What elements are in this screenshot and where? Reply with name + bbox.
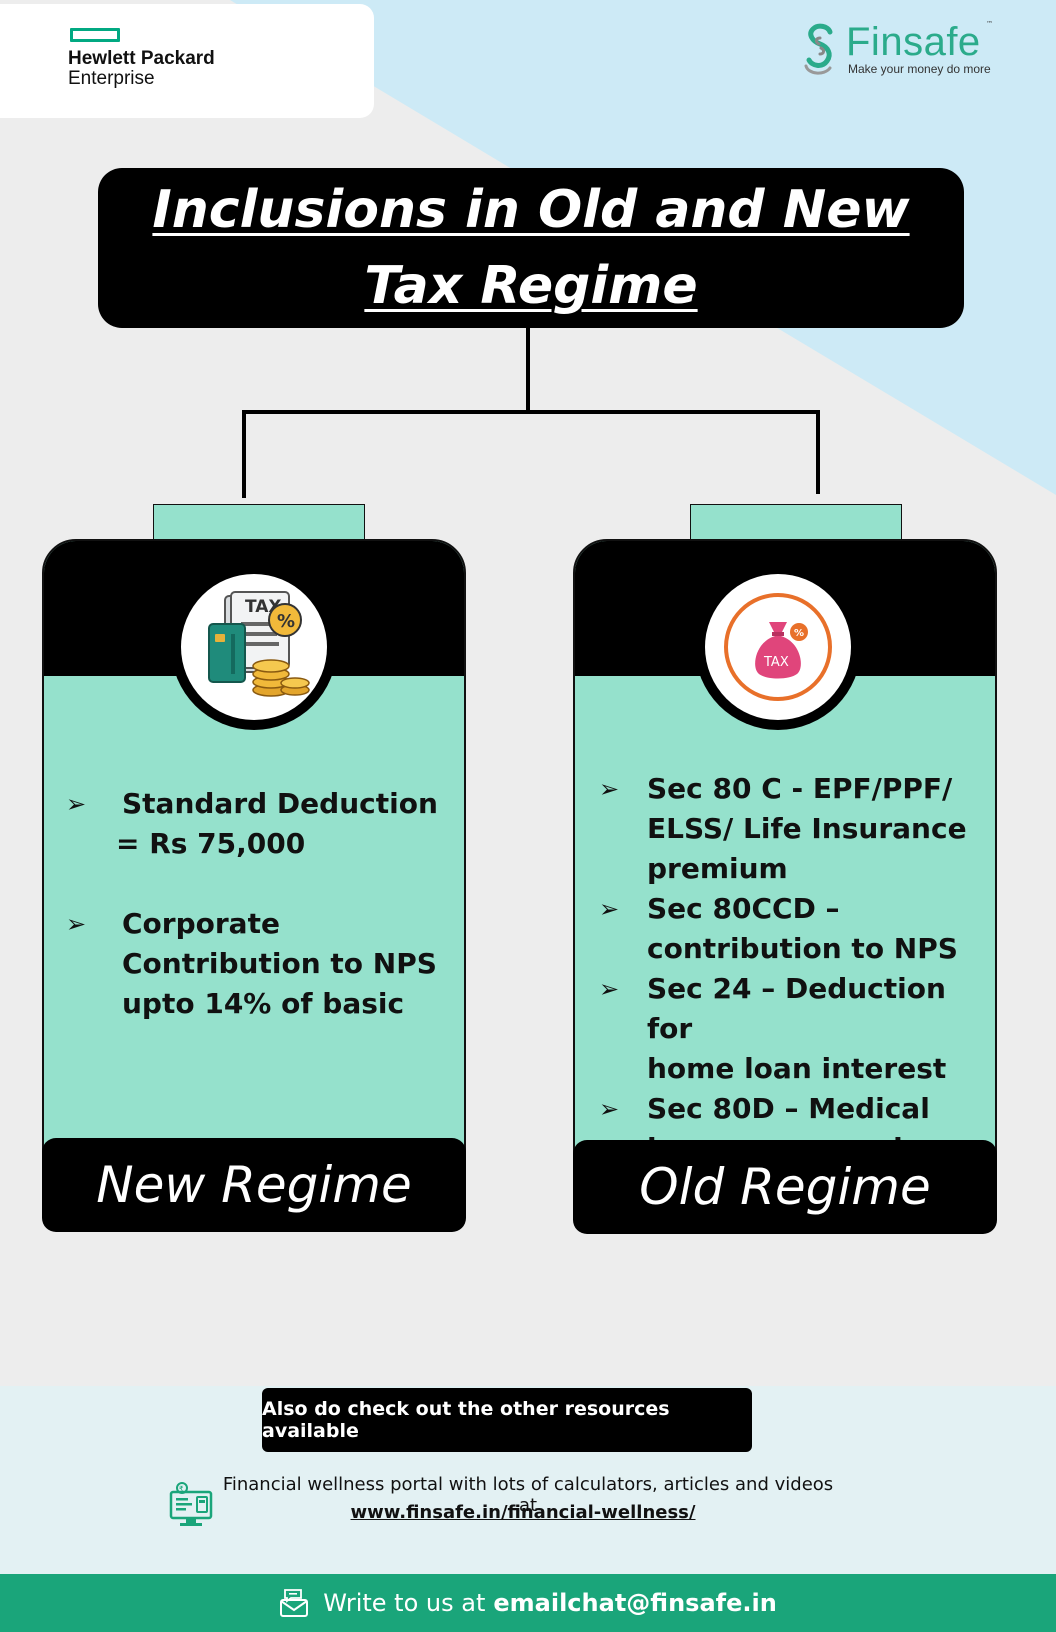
- hpe-logo-line2: Enterprise: [68, 68, 155, 89]
- old-regime-label: Old Regime: [573, 1140, 997, 1234]
- contact-email-link[interactable]: emailchat@finsafe.in: [493, 1589, 777, 1617]
- hpe-logo-mark: [70, 28, 120, 42]
- list-item: ➢ Corporate Contribution to NPS upto 14%…: [66, 904, 446, 1024]
- svg-text:₹: ₹: [179, 1485, 184, 1493]
- computer-calculator-icon: ₹: [169, 1482, 213, 1526]
- old-regime-icon-disc: TAX %: [705, 574, 851, 720]
- new-regime-tab: [153, 504, 365, 544]
- new-regime-label-text: New Regime: [96, 1156, 412, 1214]
- contact-prefix: Write to us at: [323, 1589, 486, 1617]
- title-box: Inclusions in Old and New Tax Regime: [98, 168, 964, 328]
- tax-money-bag-icon: TAX %: [724, 593, 832, 701]
- svg-text:%: %: [277, 611, 295, 632]
- tax-document-coins-icon: TAX %: [208, 591, 310, 697]
- arrow-bullet-icon: ➢: [599, 895, 620, 923]
- finsafe-tagline: Make your money do more: [848, 62, 991, 76]
- list-item: ➢ Sec 24 – Deduction for home loan inter…: [599, 969, 997, 1089]
- page-title: Inclusions in Old and New Tax Regime: [152, 180, 910, 316]
- portal-description: Financial wellness portal with lots of c…: [222, 1474, 834, 1516]
- resources-cta: Also do check out the other resources av…: [262, 1388, 752, 1452]
- old-regime-tab: [690, 504, 902, 544]
- finsafe-name: Finsafe: [846, 20, 981, 64]
- new-regime-list: ➢ Standard Deduction = Rs 75,000 ➢ Corpo…: [66, 784, 446, 1024]
- chat-mail-icon: [280, 1589, 309, 1617]
- svg-text:TAX: TAX: [763, 655, 789, 670]
- new-regime-icon-ring: TAX %: [171, 564, 337, 730]
- contact-bar: Write to us at emailchat@finsafe.in: [0, 1574, 1056, 1632]
- old-regime-label-text: Old Regime: [639, 1158, 931, 1216]
- list-item: ➢ Standard Deduction = Rs 75,000: [66, 784, 446, 864]
- portal-link[interactable]: www.finsafe.in/financial-wellness/: [350, 1502, 696, 1523]
- arrow-bullet-icon: ➢: [599, 775, 620, 803]
- connector-vertical-main: [526, 326, 530, 412]
- old-regime-list: ➢ Sec 80 C - EPF/PPF/ ELSS/ Life Insuran…: [599, 769, 997, 1169]
- new-regime-label: New Regime: [42, 1138, 466, 1232]
- list-item: ➢ Sec 80 C - EPF/PPF/ ELSS/ Life Insuran…: [599, 769, 997, 889]
- finsafe-logo: Finsafe ™ Make your money do more: [800, 20, 1010, 80]
- arrow-bullet-icon: ➢: [66, 910, 87, 938]
- connector-left-drop: [242, 410, 246, 498]
- finsafe-s-icon: [804, 23, 833, 75]
- svg-text:%: %: [794, 628, 804, 639]
- list-item: ➢ Sec 80CCD – contribution to NPS: [599, 889, 997, 969]
- arrow-bullet-icon: ➢: [599, 1095, 620, 1123]
- hpe-logo-card: Hewlett Packard Enterprise: [0, 4, 374, 118]
- connector-horizontal: [242, 410, 820, 414]
- new-regime-icon-disc: TAX %: [181, 574, 327, 720]
- hpe-logo-line1: Hewlett Packard: [68, 48, 215, 69]
- finsafe-trademark: ™: [986, 20, 993, 28]
- arrow-bullet-icon: ➢: [66, 790, 87, 818]
- arrow-bullet-icon: ➢: [599, 975, 620, 1003]
- contact-row: Write to us at emailchat@finsafe.in: [279, 1588, 777, 1618]
- resources-cta-text: Also do check out the other resources av…: [262, 1398, 670, 1442]
- connector-right-drop: [816, 410, 820, 494]
- old-regime-icon-ring: TAX %: [695, 564, 861, 730]
